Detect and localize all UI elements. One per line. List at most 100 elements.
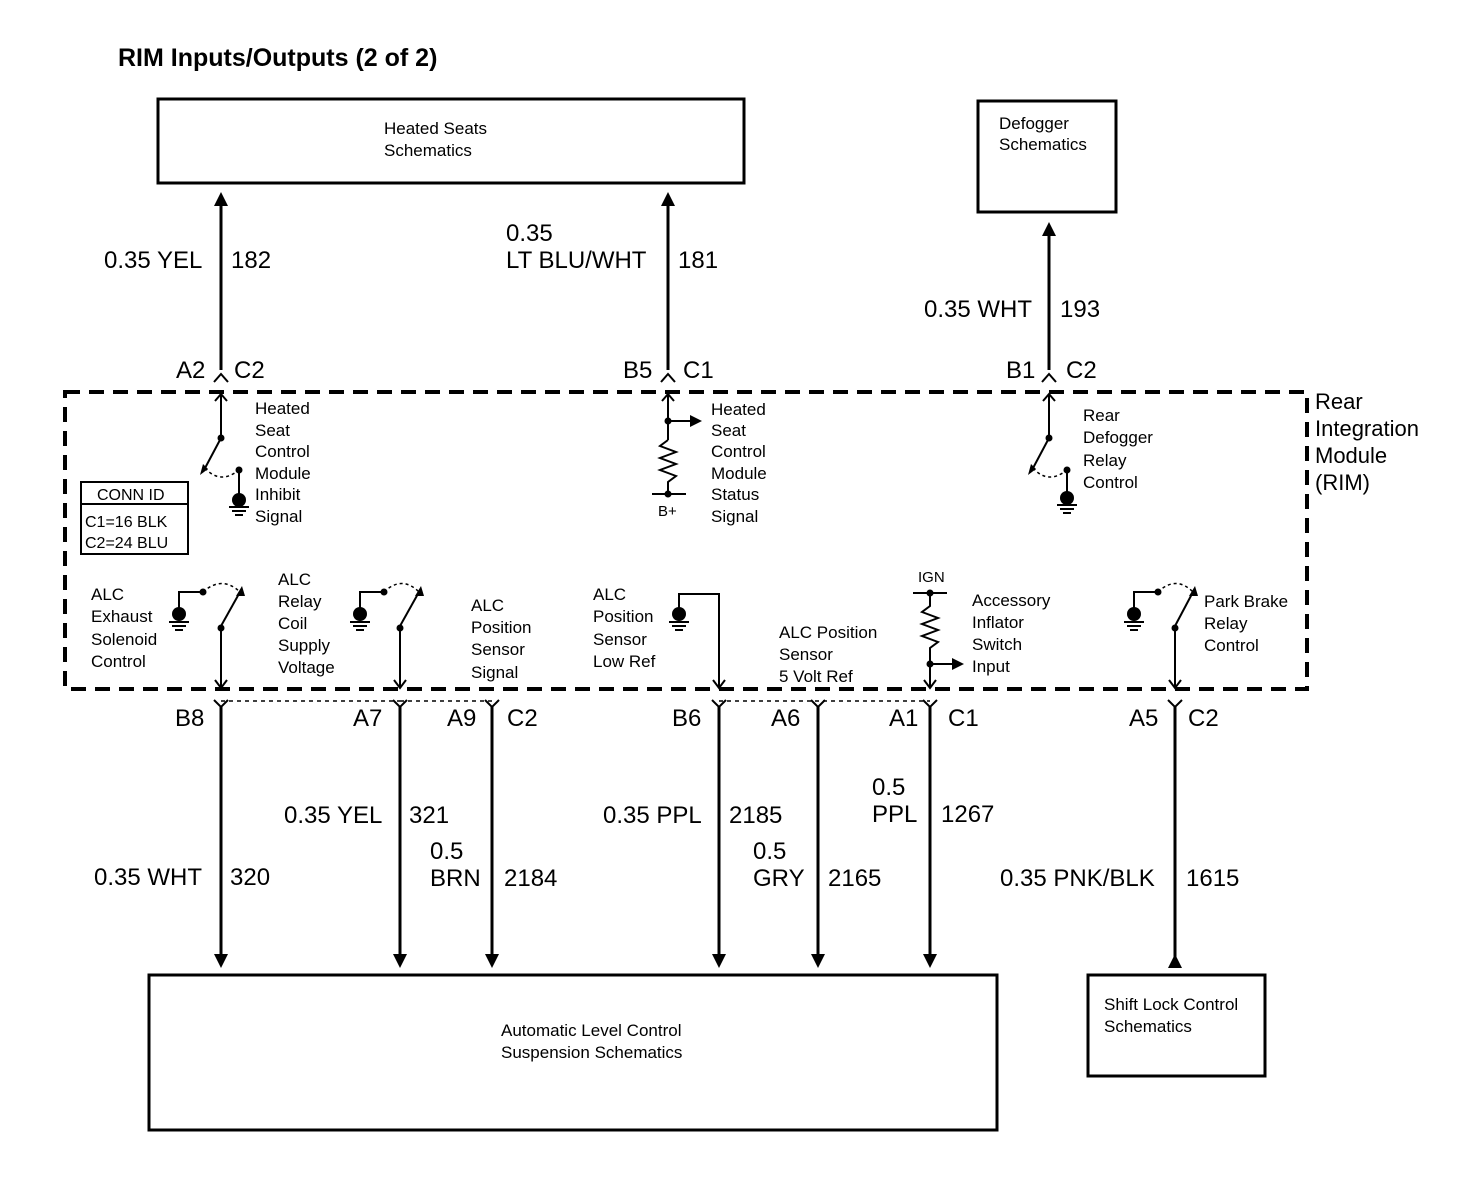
defogger-line1: Defogger (999, 114, 1069, 133)
alc-exhaust-l3: Solenoid (91, 630, 157, 649)
wire-181-circuit: 181 (678, 247, 718, 274)
alc-box-line2: Suspension Schematics (501, 1043, 682, 1062)
wire-193: 0.35 WHT 193 B1 C2 (924, 222, 1100, 384)
heated-seat-inhibit-l6: Signal (255, 507, 302, 526)
park-brake-l1: Park Brake (1204, 592, 1288, 611)
alc-relay-l1: ALC (278, 570, 311, 589)
heated-seat-inhibit-l5: Inhibit (255, 485, 301, 504)
wire-321-gauge: 0.35 YEL (284, 802, 382, 829)
alc-relay-l4: Supply (278, 636, 330, 655)
alc-pos-signal-l3: Sensor (471, 640, 525, 659)
heated-seat-inhibit-l1: Heated (255, 399, 310, 418)
wire-2184-connector: C2 (507, 705, 538, 732)
wire-193-circuit: 193 (1060, 296, 1100, 323)
wire-320-pin: B8 (175, 705, 204, 732)
wire-1267-gauge: 0.5 (872, 774, 905, 801)
alc-relay-l5: Voltage (278, 658, 335, 677)
heated-seats-line1: Heated Seats (384, 119, 487, 138)
accessory-l3: Switch (972, 635, 1022, 654)
rear-defogger-l2: Defogger (1083, 428, 1153, 447)
alc-exhaust-l4: Control (91, 652, 146, 671)
alc-pos-low-l4: Low Ref (593, 652, 656, 671)
alc-exhaust-l2: Exhaust (91, 607, 153, 626)
heated-seats-box: Heated Seats Schematics (156, 97, 746, 185)
alc-pos-5v-l2: Sensor (779, 645, 833, 664)
heated-seat-inhibit-l2: Seat (255, 421, 290, 440)
wire-2165-color: GRY (753, 865, 805, 892)
rim-module-box: Rear Integration Module (RIM) (63, 389, 1419, 691)
wire-320-gauge: 0.35 WHT (94, 864, 202, 891)
wire-193-connector: C2 (1066, 357, 1097, 384)
wire-181: 0.35 LT BLU/WHT 181 B5 C1 (506, 192, 718, 384)
alc-box: Automatic Level Control Suspension Schem… (147, 973, 999, 1132)
accessory-inflator-resistor: IGN (913, 569, 964, 690)
alc-pos-low-ref-ground (669, 593, 726, 690)
heated-seat-status-l6: Signal (711, 507, 758, 526)
wire-320: B8 0.35 WHT 320 (94, 699, 270, 968)
wire-2165: A6 0.5 GRY 2165 (753, 699, 881, 968)
alc-pos-low-l2: Position (593, 607, 653, 626)
wire-1615: A5 C2 0.35 PNK/BLK 1615 (1000, 699, 1239, 968)
wire-181-color: LT BLU/WHT (506, 247, 647, 274)
wire-182-pin: A2 (176, 357, 205, 384)
park-brake-switch (1124, 582, 1198, 690)
alc-relay-switch (350, 582, 424, 690)
wire-2184-circuit: 2184 (504, 865, 557, 892)
wire-321-pin: A7 (353, 705, 382, 732)
conn-id-c1: C1=16 BLK (85, 514, 168, 531)
wire-181-pin: B5 (623, 357, 652, 384)
wire-2185-circuit: 2185 (729, 802, 782, 829)
wire-2165-pin: A6 (771, 705, 800, 732)
accessory-l2: Inflator (972, 613, 1024, 632)
wire-193-gauge: 0.35 WHT (924, 296, 1032, 323)
wire-2185: B6 0.35 PPL 2185 (603, 699, 782, 968)
alc-exhaust-l1: ALC (91, 585, 124, 604)
wire-2165-gauge: 0.5 (753, 838, 786, 865)
alc-pos-low-l3: Sensor (593, 630, 647, 649)
wire-1615-gauge: 0.35 PNK/BLK (1000, 865, 1155, 892)
wire-2165-circuit: 2165 (828, 865, 881, 892)
heated-seat-inhibit-switch (200, 392, 249, 516)
defogger-box: Defogger Schematics (976, 99, 1118, 214)
rim-label-4: (RIM) (1315, 470, 1370, 495)
heated-seats-line2: Schematics (384, 141, 472, 160)
heated-seat-status-resistor: B+ (652, 392, 702, 520)
defogger-line2: Schematics (999, 135, 1087, 154)
alc-relay-l3: Coil (278, 614, 307, 633)
shift-lock-line2: Schematics (1104, 1017, 1192, 1036)
wire-1267-connector: C1 (948, 705, 979, 732)
diagram-title: RIM Inputs/Outputs (2 of 2) (118, 44, 437, 72)
wire-2184-gauge: 0.5 (430, 838, 463, 865)
alc-pos-5v-l3: 5 Volt Ref (779, 667, 853, 686)
wire-2185-pin: B6 (672, 705, 701, 732)
alc-exhaust-switch (169, 582, 245, 690)
rim-label-1: Rear (1315, 389, 1363, 414)
alc-box-line1: Automatic Level Control (501, 1021, 681, 1040)
wire-182-circuit: 182 (231, 247, 271, 274)
wire-1267-circuit: 1267 (941, 801, 994, 828)
conn-id-box: CONN ID C1=16 BLK C2=24 BLU (80, 481, 189, 555)
wire-1267-color: PPL (872, 801, 917, 828)
wire-1267-pin: A1 (889, 705, 918, 732)
alc-pos-signal-l2: Position (471, 618, 531, 637)
heated-seat-inhibit-l3: Control (255, 442, 310, 461)
rim-label-3: Module (1315, 443, 1387, 468)
wire-2184: A9 C2 0.5 BRN 2184 (430, 699, 557, 968)
alc-pos-signal-l4: Signal (471, 663, 518, 682)
wire-182-connector: C2 (234, 357, 265, 384)
conn-id-header: CONN ID (97, 487, 165, 504)
wire-1615-connector: C2 (1188, 705, 1219, 732)
heated-seat-status-l5: Status (711, 485, 759, 504)
park-brake-l3: Control (1204, 636, 1259, 655)
wire-321-circuit: 321 (409, 802, 449, 829)
heated-seat-status-l3: Control (711, 442, 766, 461)
shift-lock-line1: Shift Lock Control (1104, 995, 1238, 1014)
accessory-l1: Accessory (972, 591, 1051, 610)
alc-pos-low-l1: ALC (593, 585, 626, 604)
wire-2185-gauge: 0.35 PPL (603, 802, 702, 829)
heated-seat-status-l1: Heated (711, 400, 766, 419)
wire-1267: A1 C1 0.5 PPL 1267 (872, 699, 994, 968)
wire-181-gauge: 0.35 (506, 220, 553, 247)
wire-181-connector: C1 (683, 357, 714, 384)
heated-seat-status-l4: Module (711, 464, 767, 483)
